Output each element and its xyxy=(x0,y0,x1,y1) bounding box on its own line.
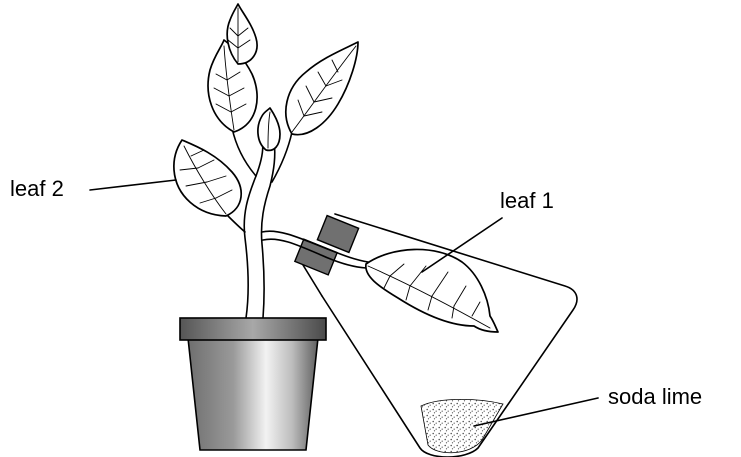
leaf-2-label: leaf 2 xyxy=(10,176,64,201)
leaf-2 xyxy=(174,140,241,216)
bud-leaf xyxy=(258,108,280,150)
soda-lime-granules xyxy=(421,399,503,452)
top-leaf xyxy=(227,4,257,64)
upper-right-leaf xyxy=(286,42,358,135)
leaf-1 xyxy=(366,249,498,332)
soda-lime-label: soda lime xyxy=(608,384,702,409)
plant-pot xyxy=(180,318,326,450)
leaf-1-label: leaf 1 xyxy=(500,188,554,213)
leaf-2-leader-line xyxy=(90,180,176,190)
